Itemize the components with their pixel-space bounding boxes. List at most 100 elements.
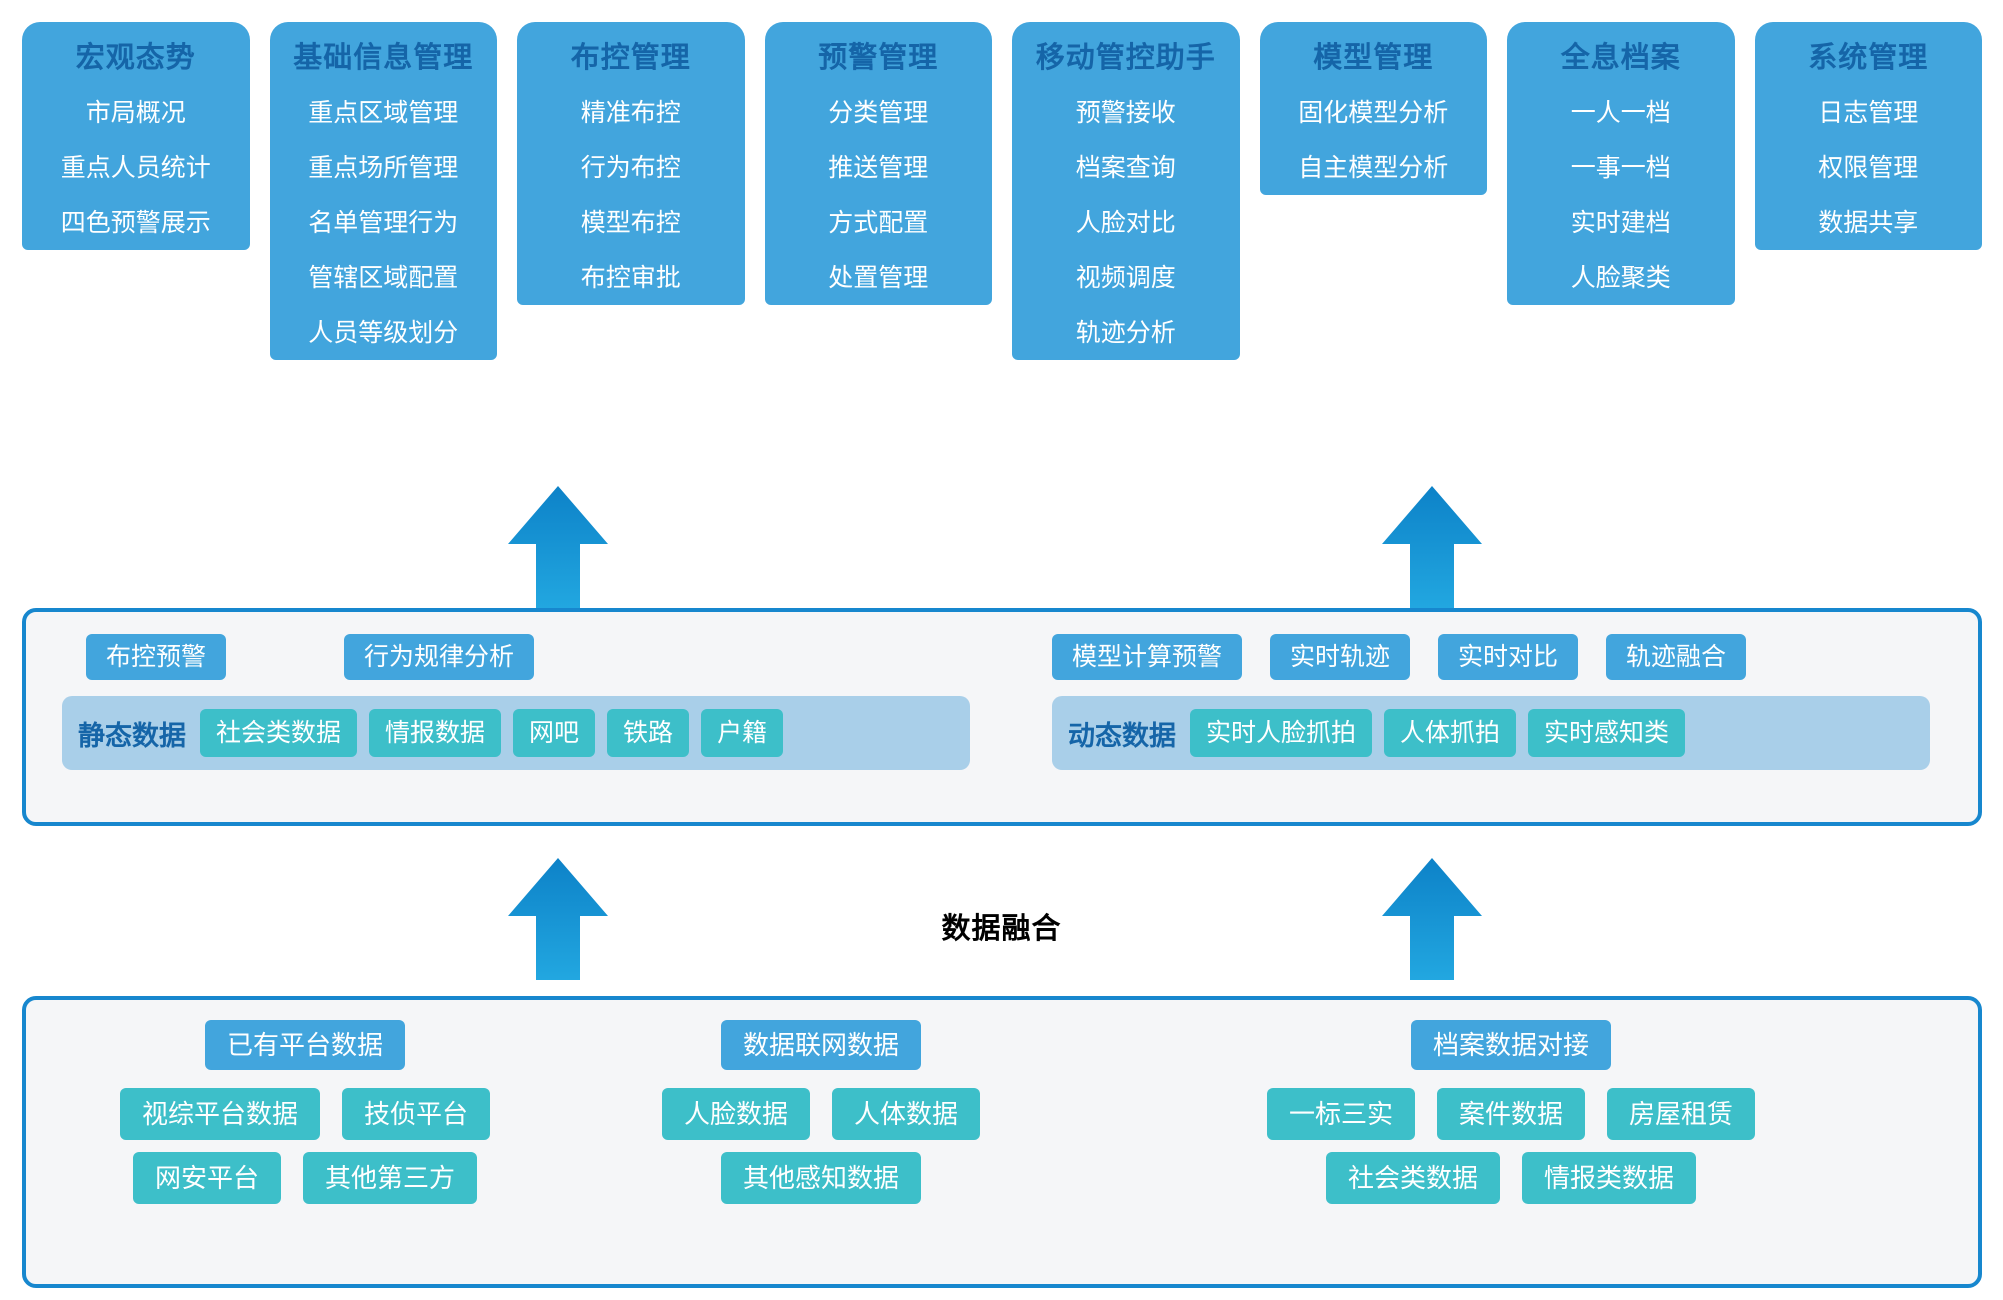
module-item[interactable]: 名单管理行为 [308, 209, 459, 237]
module-item[interactable]: 人脸对比 [1075, 209, 1176, 237]
source-chip[interactable]: 网安平台 [132, 1152, 281, 1204]
dynamic-data-label: 动态数据 [1068, 720, 1176, 751]
source-chip[interactable]: 其他感知数据 [720, 1152, 921, 1204]
capability-pill[interactable]: 模型计算预警 [1052, 634, 1243, 680]
data-fusion-label: 数据融合 [941, 913, 1062, 945]
source-chip[interactable]: 案件数据 [1436, 1088, 1585, 1140]
functional-modules-row: 宏观态势市局概况重点人员统计四色预警展示基础信息管理重点区域管理重点场所管理名单… [22, 22, 1982, 377]
source-chip[interactable]: 技侦平台 [342, 1088, 491, 1140]
static-capability-row: 布控预警 行为规律分析 [62, 634, 970, 680]
source-head-wrap: 已有平台数据 [40, 1000, 570, 1070]
module-item[interactable]: 一事一档 [1570, 154, 1671, 182]
capability-pill[interactable]: 实时轨迹 [1270, 634, 1411, 680]
module-title: 布控管理 [570, 42, 691, 74]
module-column[interactable]: 移动管控助手预警接收档案查询人脸对比视频调度轨迹分析 [1012, 22, 1240, 360]
dynamic-data-section: 模型计算预警实时轨迹实时对比轨迹融合 动态数据 实时人脸抓拍人体抓拍实时感知类 [1026, 612, 1956, 822]
module-item[interactable]: 一人一档 [1570, 99, 1671, 127]
module-item[interactable]: 管辖区域配置 [308, 264, 459, 292]
source-chip[interactable]: 社会类数据 [1325, 1152, 1500, 1204]
module-column[interactable]: 全息档案一人一档一事一档实时建档人脸聚类 [1507, 22, 1735, 305]
source-chip[interactable]: 人脸数据 [661, 1088, 810, 1140]
data-chip[interactable]: 社会类数据 [200, 709, 358, 757]
source-row: 网安平台其他第三方 [40, 1152, 570, 1204]
module-item[interactable]: 日志管理 [1818, 99, 1919, 127]
source-group: 已有平台数据视综平台数据技侦平台网安平台其他第三方 [40, 1000, 570, 1284]
dynamic-capability-row: 模型计算预警实时轨迹实时对比轨迹融合 [1052, 634, 1930, 680]
module-item[interactable]: 重点人员统计 [60, 154, 211, 182]
module-title: 预警管理 [818, 42, 939, 74]
static-data-label: 静态数据 [78, 720, 186, 751]
module-item[interactable]: 数据共享 [1818, 209, 1919, 237]
module-item[interactable]: 布控审批 [580, 264, 681, 292]
data-chip[interactable]: 实时人脸抓拍 [1190, 709, 1373, 757]
source-row: 社会类数据情报类数据 [1066, 1152, 1956, 1204]
capability-pill[interactable]: 轨迹融合 [1606, 634, 1747, 680]
static-data-chips: 社会类数据情报数据网吧铁路户籍 [200, 709, 784, 757]
source-chip[interactable]: 人体数据 [832, 1088, 981, 1140]
source-head-wrap: 档案数据对接 [1066, 1000, 1956, 1070]
fusion-layer-panel: 布控预警行为规律分析 静态数据 社会类数据情报数据网吧铁路户籍 模型计算预警实时… [22, 608, 1982, 826]
data-chip[interactable]: 情报数据 [369, 709, 502, 757]
module-item[interactable]: 人脸聚类 [1570, 264, 1671, 292]
module-item[interactable]: 自主模型分析 [1298, 154, 1449, 182]
source-row: 其他感知数据 [586, 1152, 1056, 1204]
module-title: 全息档案 [1560, 42, 1681, 74]
data-chip[interactable]: 铁路 [607, 709, 690, 757]
source-head[interactable]: 数据联网数据 [720, 1020, 921, 1070]
module-column[interactable]: 宏观态势市局概况重点人员统计四色预警展示 [22, 22, 250, 250]
module-column[interactable]: 预警管理分类管理推送管理方式配置处置管理 [764, 22, 992, 305]
source-row: 视综平台数据技侦平台 [40, 1088, 570, 1140]
data-chip[interactable]: 人体抓拍 [1384, 709, 1517, 757]
module-item[interactable]: 方式配置 [828, 209, 929, 237]
source-chip[interactable]: 其他第三方 [303, 1152, 478, 1204]
static-data-band: 静态数据 社会类数据情报数据网吧铁路户籍 [62, 696, 970, 770]
module-item[interactable]: 精准布控 [580, 99, 681, 127]
module-item[interactable]: 处置管理 [828, 264, 929, 292]
module-item[interactable]: 轨迹分析 [1075, 319, 1176, 347]
module-item[interactable]: 市局概况 [85, 99, 186, 127]
module-title: 模型管理 [1313, 42, 1434, 74]
module-item[interactable]: 预警接收 [1075, 99, 1176, 127]
module-item[interactable]: 档案查询 [1075, 154, 1176, 182]
dynamic-data-band: 动态数据 实时人脸抓拍人体抓拍实时感知类 [1052, 696, 1930, 770]
module-column[interactable]: 模型管理固化模型分析自主模型分析 [1259, 22, 1487, 195]
module-column[interactable]: 布控管理精准布控行为布控模型布控布控审批 [517, 22, 745, 305]
source-rows: 人脸数据人体数据其他感知数据 [586, 1088, 1056, 1204]
source-data-panel: 已有平台数据视综平台数据技侦平台网安平台其他第三方 数据联网数据人脸数据人体数据… [22, 996, 1982, 1288]
source-chip[interactable]: 视综平台数据 [119, 1088, 320, 1140]
dynamic-data-chips: 实时人脸抓拍人体抓拍实时感知类 [1190, 709, 1686, 757]
module-item[interactable]: 人员等级划分 [308, 319, 459, 347]
module-item[interactable]: 实时建档 [1570, 209, 1671, 237]
source-head[interactable]: 档案数据对接 [1410, 1020, 1611, 1070]
source-head-wrap: 数据联网数据 [586, 1000, 1056, 1070]
module-column[interactable]: 基础信息管理重点区域管理重点场所管理名单管理行为管辖区域配置人员等级划分 [269, 22, 497, 360]
source-chip[interactable]: 房屋租赁 [1607, 1088, 1756, 1140]
data-chip[interactable]: 网吧 [513, 709, 596, 757]
source-chip[interactable]: 一标三实 [1266, 1088, 1415, 1140]
source-head[interactable]: 已有平台数据 [204, 1020, 405, 1070]
capability-pill[interactable]: 布控预警 [86, 634, 227, 680]
capability-pill[interactable]: 实时对比 [1438, 634, 1579, 680]
module-item[interactable]: 行为布控 [580, 154, 681, 182]
source-row: 人脸数据人体数据 [586, 1088, 1056, 1140]
data-chip[interactable]: 实时感知类 [1528, 709, 1686, 757]
module-item[interactable]: 视频调度 [1075, 264, 1176, 292]
module-item[interactable]: 推送管理 [828, 154, 929, 182]
source-group: 数据联网数据人脸数据人体数据其他感知数据 [586, 1000, 1056, 1284]
module-item[interactable]: 分类管理 [828, 99, 929, 127]
module-title: 移动管控助手 [1035, 42, 1216, 74]
module-item[interactable]: 模型布控 [580, 209, 681, 237]
module-column[interactable]: 系统管理日志管理权限管理数据共享 [1754, 22, 1982, 250]
source-rows: 视综平台数据技侦平台网安平台其他第三方 [40, 1088, 570, 1204]
module-title: 基础信息管理 [293, 42, 474, 74]
module-title: 宏观态势 [75, 42, 196, 74]
module-item[interactable]: 固化模型分析 [1298, 99, 1449, 127]
module-item[interactable]: 重点区域管理 [308, 99, 459, 127]
source-rows: 一标三实案件数据房屋租赁社会类数据情报类数据 [1066, 1088, 1956, 1204]
module-item[interactable]: 重点场所管理 [308, 154, 459, 182]
module-item[interactable]: 权限管理 [1818, 154, 1919, 182]
capability-pill[interactable]: 行为规律分析 [344, 634, 535, 680]
module-item[interactable]: 四色预警展示 [60, 209, 211, 237]
data-chip[interactable]: 户籍 [701, 709, 784, 757]
source-chip[interactable]: 情报类数据 [1522, 1152, 1697, 1204]
